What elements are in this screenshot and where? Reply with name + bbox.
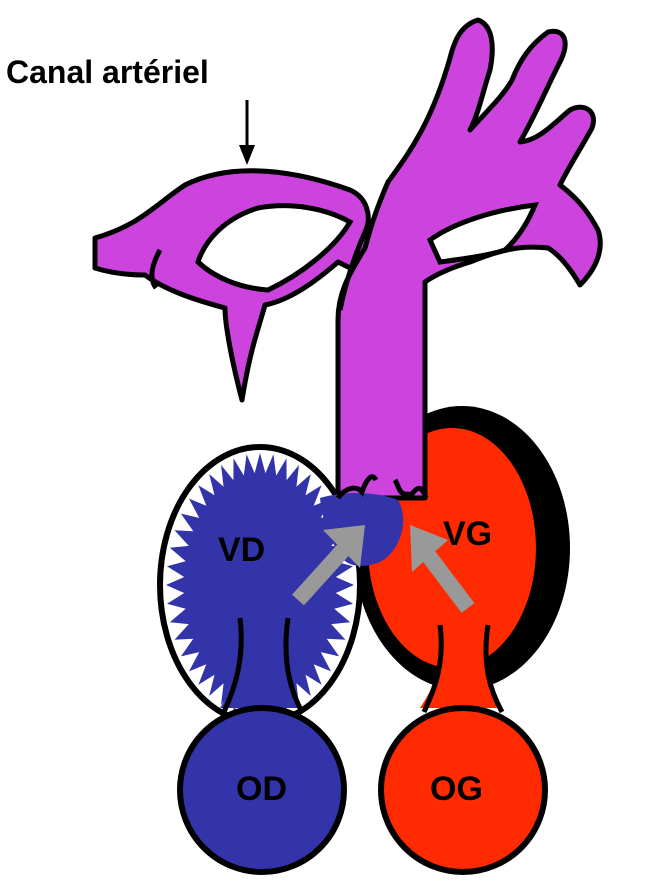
og-label: OG [430, 770, 483, 808]
od-label: OD [236, 770, 287, 808]
ductus-pointer-arrow [239, 100, 255, 165]
vg-label: VG [443, 515, 492, 553]
great-vessels [95, 20, 600, 498]
vd-label: VD [218, 531, 265, 569]
ductus-arteriosus-label: Canal artériel [6, 54, 209, 90]
